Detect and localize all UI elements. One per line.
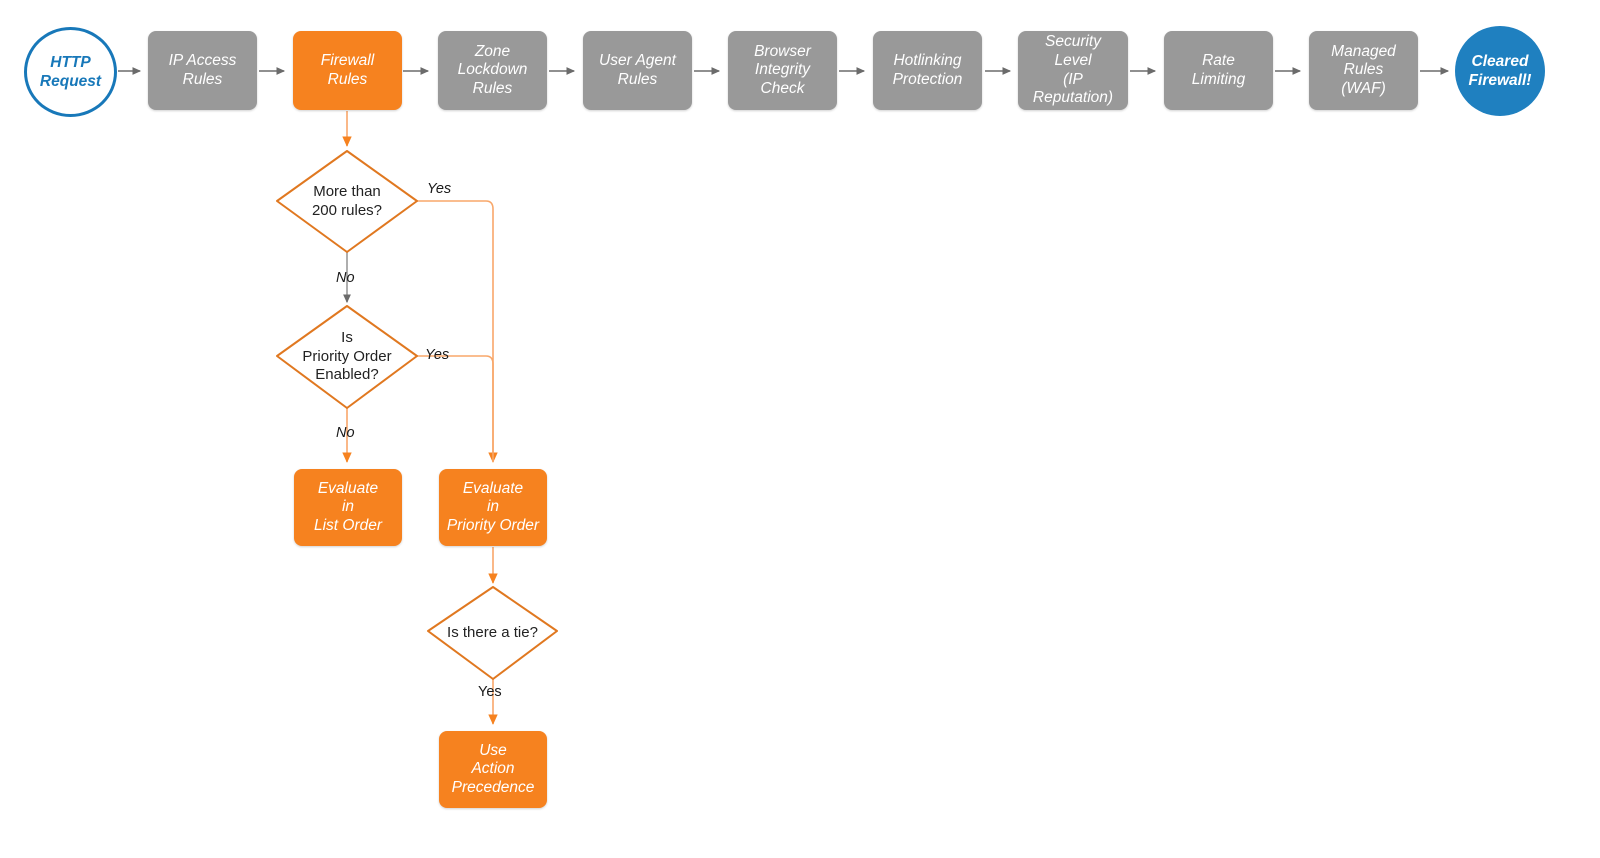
step-label: Managed Rules (WAF) [1331,42,1396,97]
step-label: Security Level (IP Reputation) [1032,33,1114,107]
step-label: Hotlinking Protection [892,51,963,88]
decision-more-than-200-rules[interactable]: More than 200 rules? [277,151,417,252]
end-label: Cleared Firewall! [1468,52,1532,89]
decision-label: Is there a tie? [447,623,538,641]
start-label: HTTP Request [39,53,102,90]
step-label: IP Access Rules [168,51,237,88]
step-hotlinking-protection[interactable]: Hotlinking Protection [873,31,982,110]
outcome-evaluate-in-list-order[interactable]: Evaluate in List Order [294,469,402,546]
edge-more-than-200-yes [417,200,498,463]
step-browser-integrity-check[interactable]: Browser Integrity Check [728,31,837,110]
outcome-use-action-precedence[interactable]: Use Action Precedence [439,731,547,808]
step-label: Browser Integrity Check [754,42,811,97]
outcome-label: Evaluate in Priority Order [446,479,540,534]
edge-label-priority-order-no: No [336,425,355,441]
edge-priority-order-yes [417,355,494,462]
decision-is-priority-order-enabled[interactable]: Is Priority Order Enabled? [277,306,417,408]
step-label: User Agent Rules [599,51,676,88]
step-firewall-rules[interactable]: Firewall Rules [293,31,402,110]
edge-label-more-than-200-no: No [336,270,355,286]
outcome-label: Evaluate in List Order [313,479,383,534]
outcome-label: Use Action Precedence [451,741,535,796]
step-ip-access-rules[interactable]: IP Access Rules [148,31,257,110]
decision-label: More than 200 rules? [311,182,383,219]
edge-label-more-than-200-yes: Yes [427,181,452,197]
step-label: Zone Lockdown Rules [457,42,528,97]
edge-label-tie-yes: Yes [478,684,502,700]
step-rate-limiting[interactable]: Rate Limiting [1164,31,1273,110]
edge-label-priority-order-yes: Yes [425,347,450,363]
step-zone-lockdown-rules[interactable]: Zone Lockdown Rules [438,31,547,110]
end-cleared-firewall[interactable]: Cleared Firewall! [1455,26,1545,116]
start-http-request[interactable]: HTTP Request [24,27,117,117]
decision-is-there-a-tie[interactable]: Is there a tie? [428,587,557,679]
decision-label: Is Priority Order Enabled? [302,328,392,384]
step-security-level[interactable]: Security Level (IP Reputation) [1018,31,1128,110]
outcome-evaluate-in-priority-order[interactable]: Evaluate in Priority Order [439,469,547,546]
step-label: Rate Limiting [1191,51,1246,88]
step-managed-rules-waf[interactable]: Managed Rules (WAF) [1309,31,1418,110]
step-label: Firewall Rules [320,51,375,88]
step-user-agent-rules[interactable]: User Agent Rules [583,31,692,110]
